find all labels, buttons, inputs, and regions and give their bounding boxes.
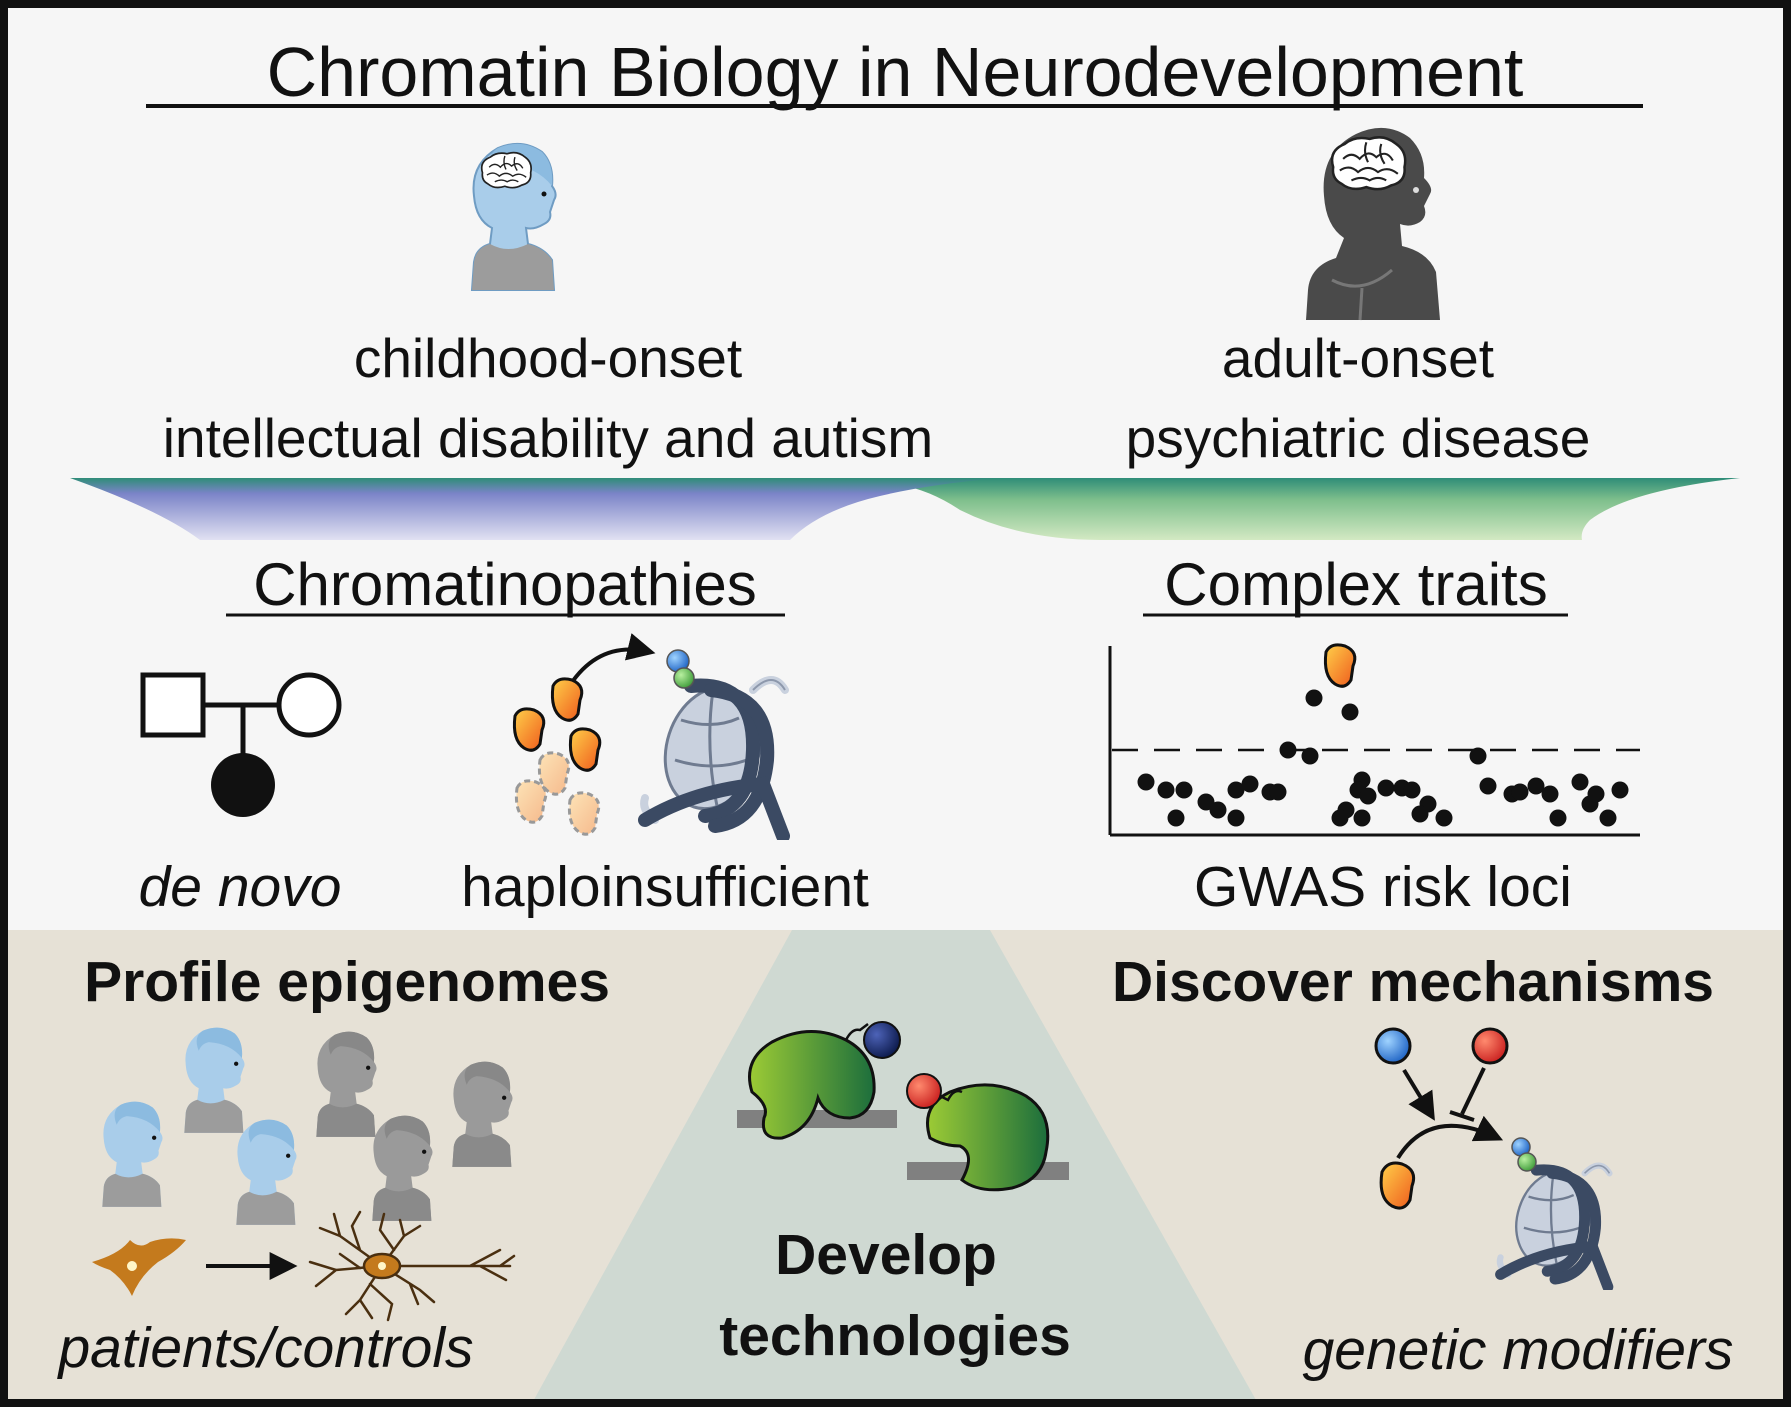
gwas-dot: [1527, 777, 1545, 795]
navy-mark-icon: [863, 1021, 901, 1059]
gwas-dot: [1353, 809, 1371, 827]
childhood-onset-label: childhood-onset: [354, 327, 742, 389]
inhibitor-red-icon: [1471, 1027, 1509, 1065]
neuron-icon: [308, 1210, 516, 1322]
gwas-dot: [1549, 809, 1567, 827]
haploinsufficient-icon: [512, 633, 785, 836]
gwas-dot: [1157, 781, 1175, 799]
child-head-icon: [102, 1101, 163, 1207]
gwas-dot: [1137, 773, 1155, 791]
gwas-dot: [1469, 747, 1487, 765]
haploinsufficient-label: haploinsufficient: [461, 855, 869, 919]
modifier-pathway-icon: [1374, 1027, 1609, 1287]
gwas-dot: [1411, 805, 1429, 823]
gwas-dot: [1227, 809, 1245, 827]
red-mark-icon: [906, 1073, 942, 1109]
gwas-dots: [1137, 689, 1629, 827]
gwas-dot: [1301, 747, 1319, 765]
histone-mark-green-icon: [1517, 1152, 1537, 1172]
gwas-dot: [1511, 783, 1529, 801]
complex-traits-heading: Complex traits: [1164, 551, 1547, 618]
genetic-modifiers-caption: genetic modifiers: [1303, 1318, 1734, 1382]
gwas-dot: [1175, 781, 1193, 799]
gwas-dot: [1241, 775, 1259, 793]
gwas-dot: [1587, 785, 1605, 803]
gwas-dot: [1599, 809, 1617, 827]
discover-mechanisms-heading: Discover mechanisms: [1112, 950, 1714, 1014]
gwas-risk-loci-label: GWAS risk loci: [1194, 855, 1572, 919]
chromatinopathies-heading: Chromatinopathies: [253, 551, 757, 618]
gwas-dot: [1227, 781, 1245, 799]
modifier-reader-icon: [1379, 1161, 1416, 1210]
gwas-dot: [1269, 783, 1287, 801]
reader-domain-icon: [737, 1021, 901, 1140]
gwas-dot: [1209, 801, 1227, 819]
spectrum-bar-right: [900, 478, 1740, 540]
gwas-dot: [1377, 779, 1395, 797]
activator-blue-icon: [1374, 1027, 1412, 1065]
gwas-dot: [1331, 809, 1349, 827]
gwas-plot: [1108, 643, 1640, 837]
gwas-dot: [1341, 703, 1359, 721]
gwas-dot: [1479, 777, 1497, 795]
profile-epigenomes-heading: Profile epigenomes: [84, 950, 610, 1014]
gwas-dot: [1359, 787, 1377, 805]
gwas-peak-reader-icon: [1323, 643, 1357, 688]
spectrum-bar-left: [70, 478, 1000, 540]
de-novo-label: de novo: [139, 855, 342, 919]
gwas-dot: [1305, 689, 1323, 707]
control-head-icon: [372, 1115, 433, 1221]
gwas-dot: [1167, 809, 1185, 827]
technologies-label: technologies: [719, 1304, 1071, 1368]
adult-head-icon: [1306, 127, 1440, 321]
reader-protein-icon: [512, 677, 602, 772]
gwas-dot: [1571, 773, 1589, 791]
child-head-icon: [184, 1027, 245, 1133]
psychiatric-disease-label: psychiatric disease: [1126, 407, 1591, 469]
gwas-dot: [1541, 785, 1559, 803]
gwas-dot: [1279, 741, 1297, 759]
control-head-icon: [316, 1031, 377, 1137]
gwas-dot: [1197, 793, 1215, 811]
faded-reader-protein-icon: [514, 751, 601, 836]
gwas-dot: [1435, 809, 1453, 827]
gwas-dot: [1403, 781, 1421, 799]
pedigree-icon: [140, 672, 342, 817]
reader-domain-icon: [906, 1073, 1069, 1192]
child-head-icon: [470, 142, 557, 291]
cohort-heads: [102, 1027, 513, 1225]
child-head-icon: [236, 1119, 297, 1225]
progenitor-cell-icon: [92, 1238, 186, 1296]
histone-mark-green-icon: [673, 667, 695, 689]
intellectual-disability-label: intellectual disability and autism: [163, 407, 933, 469]
develop-triangle: [530, 930, 1260, 1407]
adult-onset-label: adult-onset: [1222, 327, 1494, 389]
develop-label: Develop: [775, 1223, 997, 1287]
page-title: Chromatin Biology in Neurodevelopment: [267, 33, 1524, 111]
gwas-dot: [1611, 781, 1629, 799]
control-head-icon: [452, 1061, 513, 1167]
patients-controls-caption: patients/controls: [56, 1316, 473, 1380]
